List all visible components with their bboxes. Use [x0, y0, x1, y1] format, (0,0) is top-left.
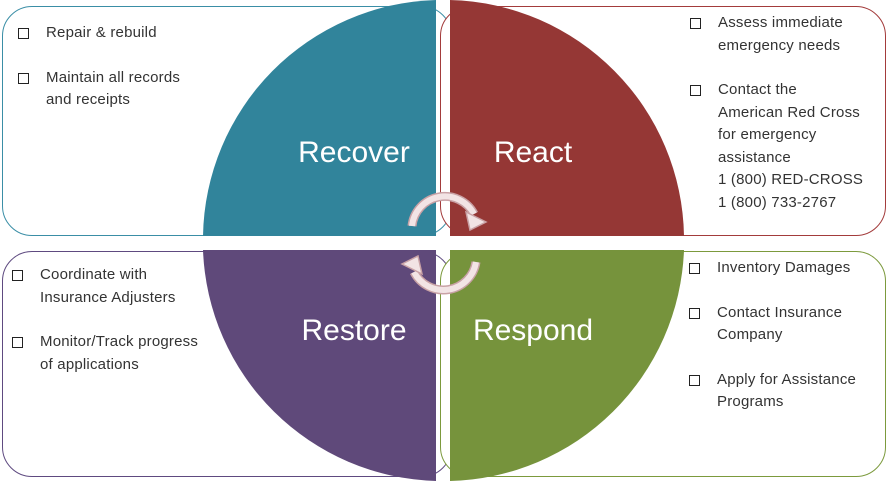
cycle-arrows-icon: [400, 191, 488, 295]
restore-wedge: [203, 250, 436, 481]
checklist-item: Assess immediate emergency needs: [690, 12, 880, 57]
react-wedge: [450, 0, 684, 236]
checkbox-icon[interactable]: [18, 72, 29, 84]
checklist-item-line: assistance: [718, 148, 791, 166]
checklist-item: Repair & rebuild: [18, 22, 208, 45]
checklist-item-text: Inventory Damages: [717, 257, 884, 280]
checklist-item-line: 1 (800) 733-2767: [718, 193, 837, 211]
checkbox-icon[interactable]: [689, 307, 700, 319]
checklist-item-text: Repair & rebuild: [46, 22, 208, 45]
checklist-item-line: Contact the: [718, 81, 797, 98]
checklist-item-text: Assess immediate emergency needs: [718, 12, 880, 57]
react-title: React: [494, 136, 573, 169]
checklist-item: Monitor/Track progress of applications: [12, 331, 222, 376]
recover-wedge: [203, 0, 436, 236]
checkbox-icon[interactable]: [18, 28, 29, 39]
checklist-item-line: Assess immediate: [718, 14, 843, 31]
checkbox-icon[interactable]: [689, 263, 700, 274]
checklist-item-line: 1 (800) RED-CROSS: [718, 171, 864, 188]
checklist-item-line: of applications: [40, 355, 139, 373]
checklist-item: Inventory Damages: [689, 257, 884, 280]
checklist-item-line: Repair & rebuild: [46, 24, 157, 41]
checklist-item-line: Insurance Adjusters: [40, 288, 176, 306]
checkbox-icon[interactable]: [12, 270, 23, 281]
checklist-item-text: Maintain all records and receipts: [46, 67, 208, 112]
checklist-item: Maintain all records and receipts: [18, 67, 208, 112]
checklist-item-line: Coordinate with: [40, 266, 148, 283]
restore-title: Restore: [301, 314, 406, 347]
checklist-item-line: Apply for Assistance: [717, 370, 857, 388]
checkbox-icon[interactable]: [690, 18, 701, 29]
checklist-item-line: for emergency: [718, 126, 817, 143]
checklist-item-line: emergency needs: [718, 36, 841, 54]
checkbox-icon[interactable]: [690, 85, 701, 96]
checklist-item-line: Maintain all records: [46, 68, 181, 86]
checkbox-icon[interactable]: [12, 337, 23, 348]
checklist-item-line: and receipts: [46, 91, 131, 108]
checklist-item-line: Contact Insurance: [717, 303, 843, 321]
checklist-item-line: Programs: [717, 393, 784, 410]
checklist-item-line: Monitor/Track progress: [40, 333, 199, 350]
checklist-item-line: American Red Cross: [718, 103, 860, 121]
checkbox-icon[interactable]: [689, 374, 700, 386]
recover-title: Recover: [298, 136, 410, 169]
checklist-item-text: Monitor/Track progress of applications: [40, 331, 222, 376]
respond-wedge: [450, 250, 684, 481]
respond-title: Respond: [473, 314, 593, 347]
checklist-item-line: Inventory Damages: [717, 259, 851, 276]
checklist-item-line: Company: [717, 326, 783, 343]
